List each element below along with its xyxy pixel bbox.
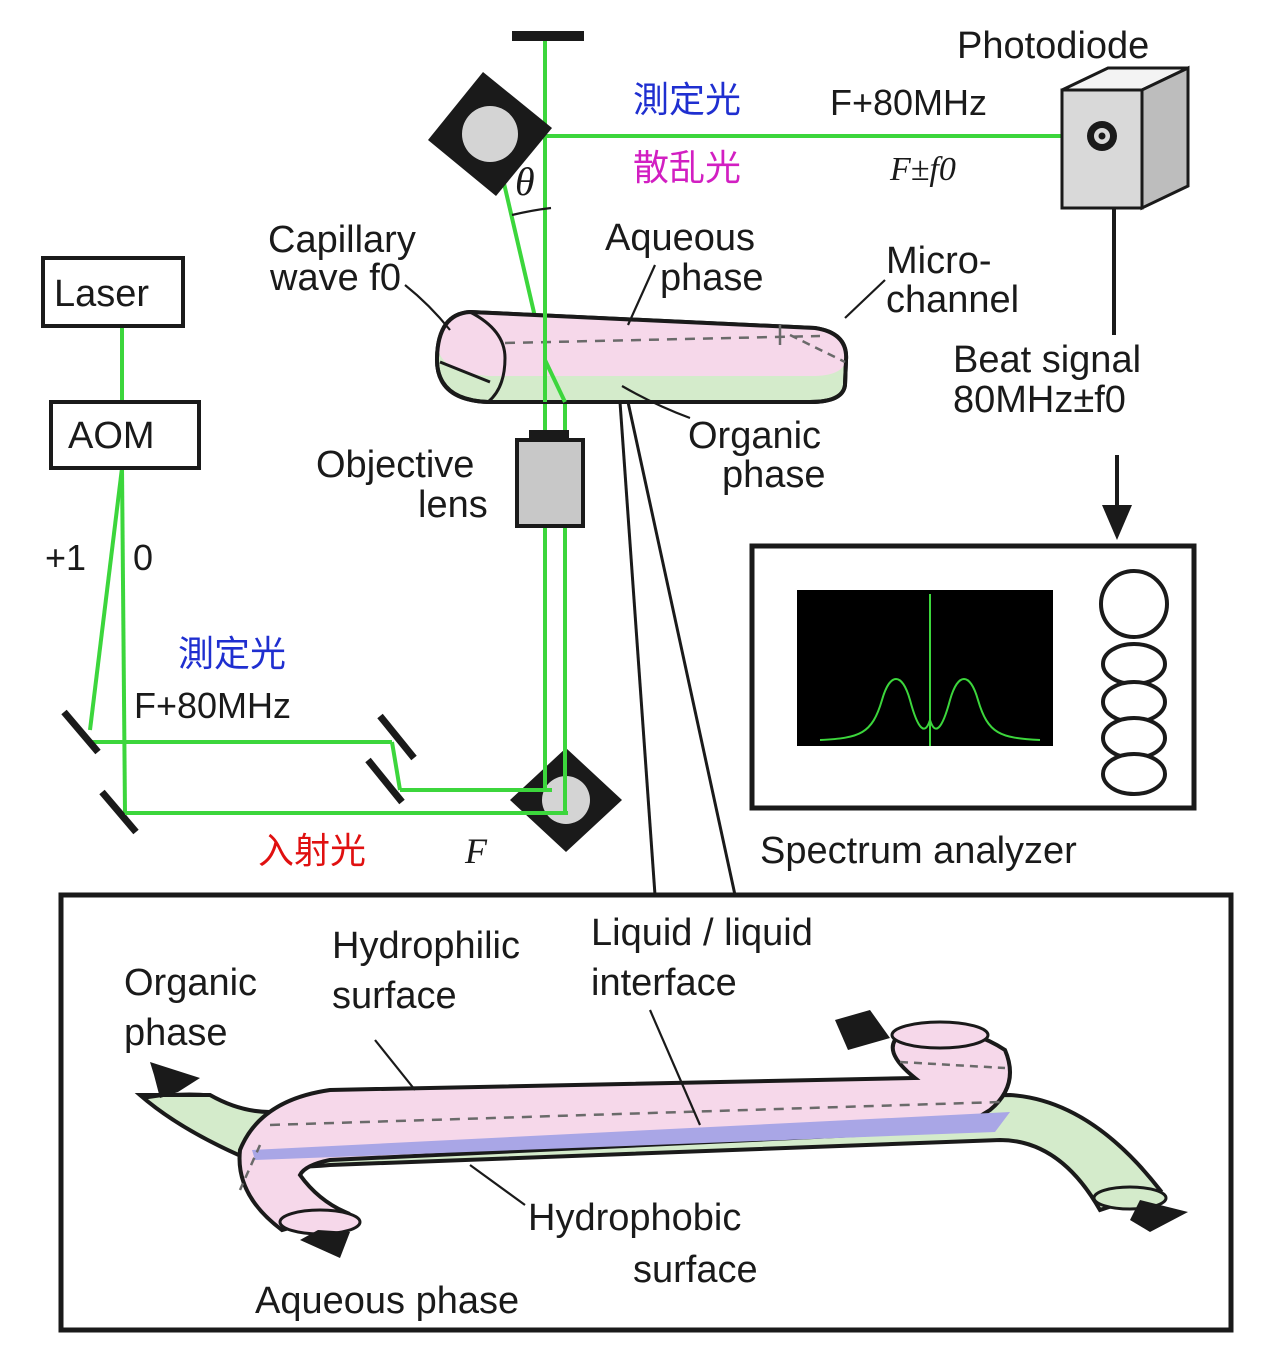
analyzer-button-1 <box>1101 642 1167 686</box>
label-organic-2: phase <box>722 454 826 496</box>
analyzer-knob-large <box>1099 569 1169 639</box>
label-aqueous-2: phase <box>660 257 764 299</box>
label-capillary-2: wave f0 <box>269 257 401 299</box>
leader-lines <box>404 264 886 420</box>
label-zero: 0 <box>133 537 153 578</box>
spectrum-analyzer <box>749 543 1197 811</box>
label-f-incident: F <box>464 831 488 871</box>
analyzer-button-4 <box>1101 752 1167 796</box>
labels: Photodiode 測定光 F+80MHz 散乱光 F±f0 θ Capill… <box>45 25 1149 1322</box>
label-measure-left: 測定光 <box>178 634 286 675</box>
left-mirror-lower <box>99 789 139 835</box>
flow-arrows <box>150 1010 1188 1258</box>
label-inset-interface-1: Liquid / liquid <box>591 912 813 954</box>
label-capillary-1: Capillary <box>268 219 416 261</box>
middle-mirror-upper <box>377 713 417 761</box>
label-plus-one: +1 <box>45 537 86 578</box>
photodiode <box>1060 65 1190 211</box>
middle-mirror-lower <box>365 757 405 805</box>
label-micro-2: channel <box>886 279 1019 321</box>
label-inset-interface-2: interface <box>591 962 737 1004</box>
inset-channel <box>134 1020 1168 1236</box>
label-objective-2: lens <box>418 484 488 526</box>
label-freq-scatter: F±f0 <box>889 151 956 188</box>
objective-lens <box>515 430 585 528</box>
label-organic-1: Organic <box>688 415 821 457</box>
label-spectrum: Spectrum analyzer <box>760 830 1077 872</box>
label-photodiode: Photodiode <box>957 25 1149 67</box>
microchannel <box>434 309 849 404</box>
label-inset-hydrophobic-2: surface <box>633 1249 758 1291</box>
label-beat-2: 80MHz±f0 <box>953 379 1126 421</box>
label-inset-hydrophobic-1: Hydrophobic <box>528 1197 741 1239</box>
label-inset-organic-1: Organic <box>124 962 257 1004</box>
label-inset-organic-2: phase <box>124 1012 228 1054</box>
label-incident: 入射光 <box>258 831 366 872</box>
label-freq-left: F+80MHz <box>134 685 291 726</box>
label-measure-top: 測定光 <box>633 80 741 121</box>
label-inset-hydrophilic-2: surface <box>332 975 457 1017</box>
inset-leader-lines <box>374 1009 702 1206</box>
label-inset-hydrophilic-1: Hydrophilic <box>332 925 520 967</box>
label-aom: AOM <box>68 415 155 457</box>
zoom-line-right <box>626 401 737 896</box>
label-theta: θ <box>515 159 535 204</box>
label-freq-top: F+80MHz <box>830 82 987 123</box>
label-objective-1: Objective <box>316 444 474 486</box>
aom-box <box>49 400 201 470</box>
label-inset-aqueous: Aqueous phase <box>255 1280 519 1322</box>
analyzer-trace <box>819 678 1041 741</box>
label-laser: Laser <box>54 273 149 315</box>
top-flat-mirror <box>512 31 584 41</box>
left-mirror-upper <box>61 709 101 755</box>
label-beat-1: Beat signal <box>953 339 1141 381</box>
signal-arrow <box>1102 455 1132 540</box>
label-aqueous-1: Aqueous <box>605 217 755 259</box>
analyzer-screen <box>797 590 1053 746</box>
zoom-line-left <box>618 401 657 896</box>
theta-arc <box>511 206 552 217</box>
laser-box <box>41 256 185 328</box>
upper-angled-mirror <box>428 72 552 196</box>
label-scatter: 散乱光 <box>633 148 741 189</box>
label-micro-1: Micro- <box>886 240 992 282</box>
